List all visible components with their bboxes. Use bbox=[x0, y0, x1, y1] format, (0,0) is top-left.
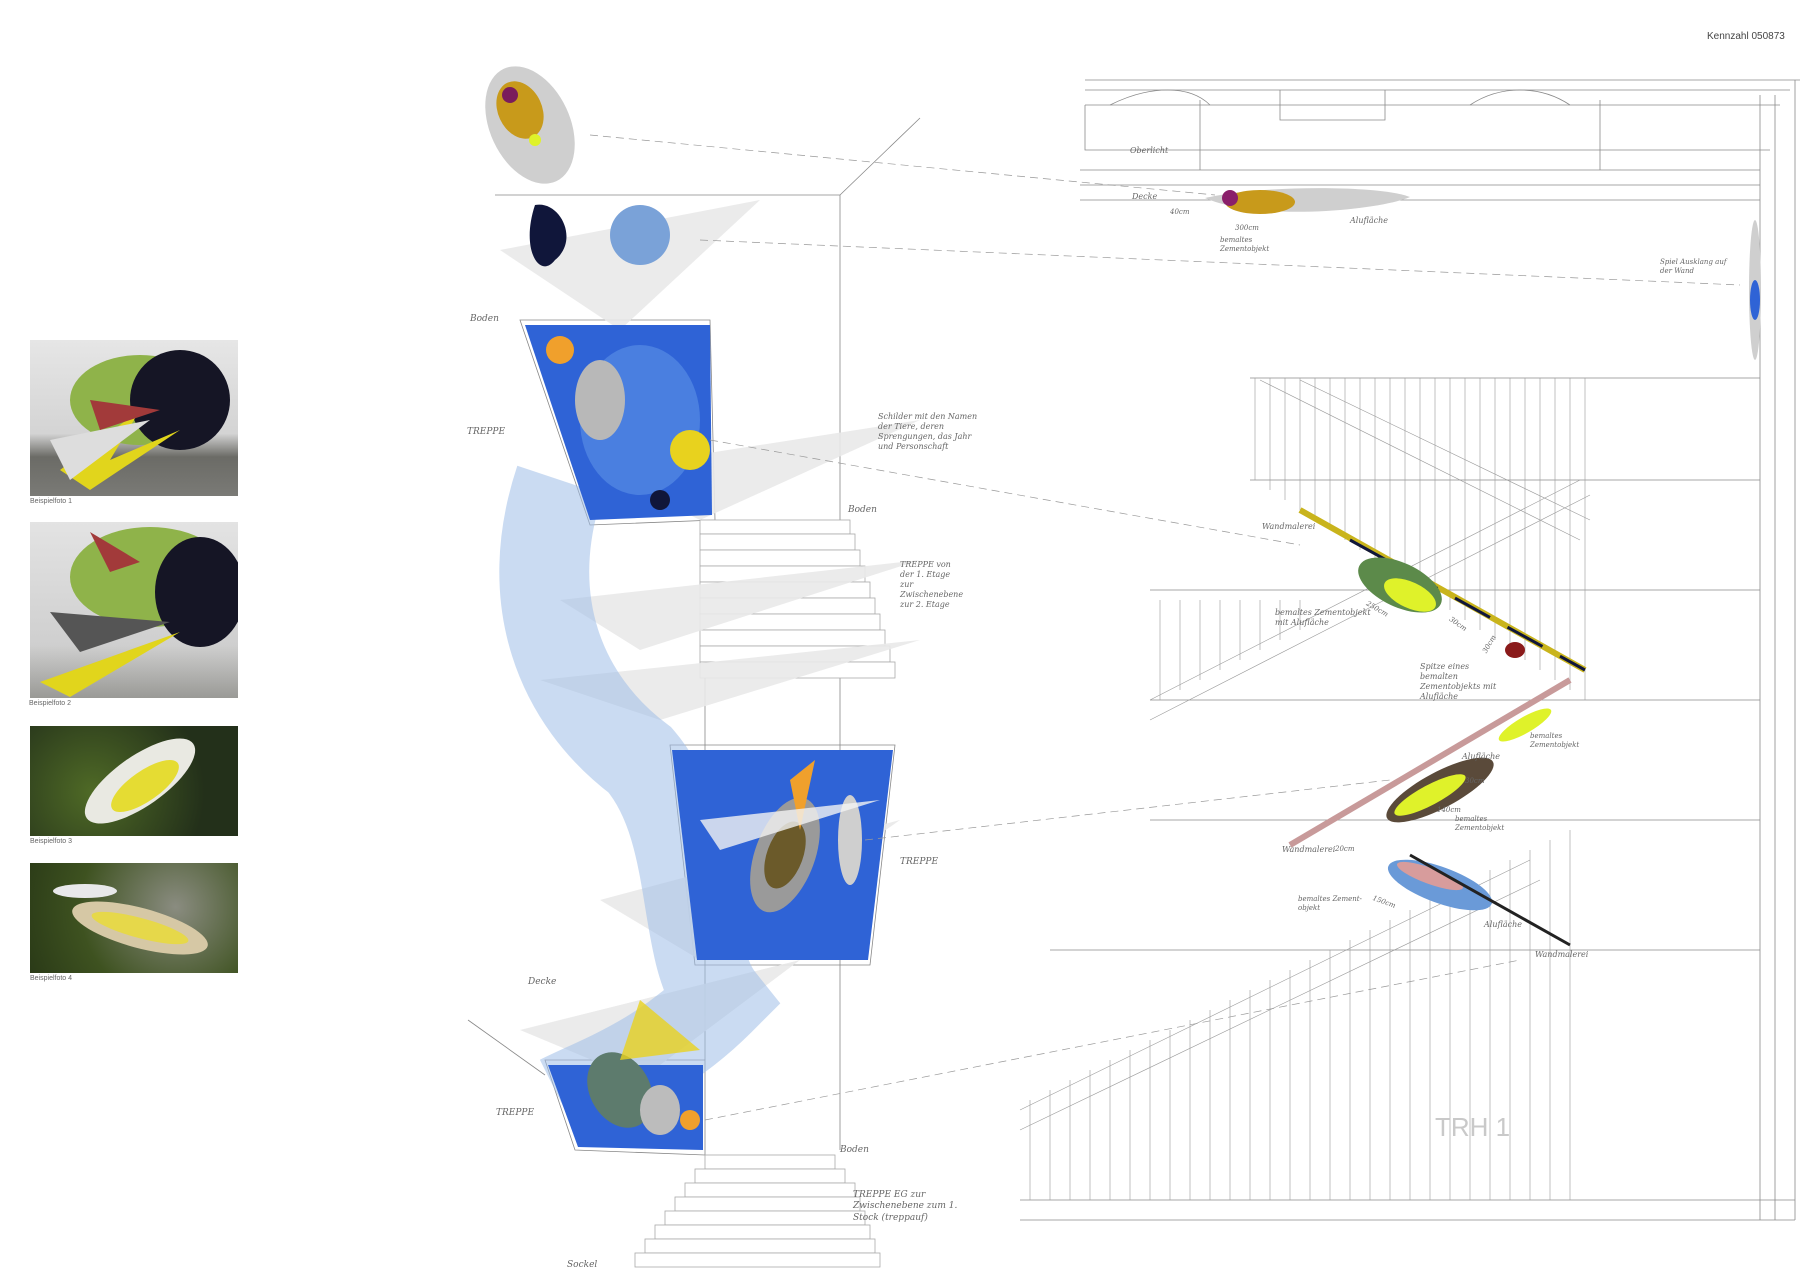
cement-object-2 bbox=[1386, 757, 1494, 823]
label-wandmalerei-2: Wandmalerei bbox=[1282, 845, 1336, 854]
cement-object-4 bbox=[1387, 859, 1493, 911]
label-treppe-eg-desc: TREPPE EG zur Zwischenebene zum 1. Stock… bbox=[853, 1190, 958, 1223]
photo-caption-4: Beispielfoto 4 bbox=[30, 975, 73, 982]
painted-stone-3 bbox=[84, 738, 196, 824]
example-photo-3 bbox=[30, 726, 238, 836]
stairwell-tag: TRH 1 bbox=[1435, 1112, 1511, 1142]
photo-caption-3: Beispielfoto 3 bbox=[30, 838, 73, 845]
label-dim-300: 300cm bbox=[1235, 224, 1259, 232]
label-objekt-top: bemaltes Zementobjekt bbox=[1220, 236, 1270, 253]
label-aluflaeche-2: Alufläche bbox=[1462, 752, 1500, 761]
label-objekt-3: bemaltes Zementobjekt bbox=[1455, 815, 1505, 832]
stair-balusters bbox=[1019, 378, 1591, 1200]
example-photo-1 bbox=[30, 340, 238, 496]
label-aluflaeche-top: Alufläche bbox=[1350, 216, 1388, 225]
ceiling-oval-object bbox=[485, 66, 575, 184]
label-boden-low: Boden bbox=[840, 1145, 869, 1155]
label-treppe-mid-desc: TREPPE von der 1. Etage zur Zwischeneben… bbox=[900, 560, 964, 609]
label-schilder: Schilder mit den Namen der Tiere, deren … bbox=[878, 412, 978, 451]
label-treppe-top: TREPPE bbox=[467, 427, 506, 437]
label-objekt-2: bemaltes Zementobjekt bbox=[1530, 732, 1580, 749]
label-decke: Decke bbox=[528, 977, 557, 987]
label-wandmalerei-3: Wandmalerei bbox=[1535, 950, 1589, 959]
wall-painting-strip-3 bbox=[1409, 853, 1571, 947]
stairs-lower bbox=[634, 1154, 881, 1268]
label-wandmalerei-1: Wandmalerei bbox=[1262, 522, 1316, 531]
label-dim-40: 40cm bbox=[1170, 208, 1190, 216]
example-photo-2 bbox=[30, 522, 238, 698]
photo-caption-1: Beispielfoto 1 bbox=[30, 498, 73, 505]
installation-artwork-2 bbox=[40, 527, 238, 697]
label-dim-20: 20cm bbox=[1335, 845, 1355, 853]
ceiling-object-elevation bbox=[1205, 188, 1410, 214]
label-dim-30c: 30cm bbox=[1465, 777, 1485, 785]
label-aluflaeche-3: Alufläche bbox=[1484, 920, 1522, 929]
label-decke-elev: Decke bbox=[1132, 192, 1158, 201]
label-wand: Spiel Ausklang auf der Wand bbox=[1660, 258, 1727, 275]
label-boden-top: Boden bbox=[470, 314, 499, 324]
label-objekt-alu-1: bemaltes Zementobjekt mit Alufläche bbox=[1275, 608, 1371, 627]
middle-panel-artwork bbox=[672, 750, 893, 960]
installation-artwork-1 bbox=[50, 350, 230, 490]
label-spitze: Spitze eines bemalten Zementobjekts mit … bbox=[1420, 662, 1497, 701]
building-section-lines bbox=[1020, 79, 1800, 1221]
cement-object-3 bbox=[1498, 708, 1552, 742]
cement-object-1 bbox=[1358, 557, 1442, 613]
cement-object-tip bbox=[1505, 642, 1525, 658]
label-oberlicht: Oberlicht bbox=[1130, 146, 1169, 155]
painted-stones-4 bbox=[53, 884, 208, 955]
example-photo-4 bbox=[30, 863, 238, 973]
lower-panel-artwork bbox=[548, 1000, 703, 1150]
label-sockel: Sockel bbox=[567, 1260, 598, 1270]
photo-caption-2: Beispielfoto 2 bbox=[29, 700, 72, 707]
wall-object-elevation bbox=[1749, 220, 1761, 360]
label-treppe-mid: TREPPE bbox=[900, 857, 939, 867]
label-objekt-4: bemaltes Zement-objekt bbox=[1298, 895, 1362, 912]
label-dim-140: 140cm bbox=[1437, 806, 1461, 814]
wall-painting-strip-2 bbox=[1288, 677, 1572, 848]
label-boden-mid: Boden bbox=[848, 505, 877, 515]
upper-panel-artwork bbox=[525, 204, 712, 520]
competition-code: Kennzahl 050873 bbox=[1707, 31, 1785, 42]
label-treppe-low: TREPPE bbox=[496, 1108, 535, 1118]
